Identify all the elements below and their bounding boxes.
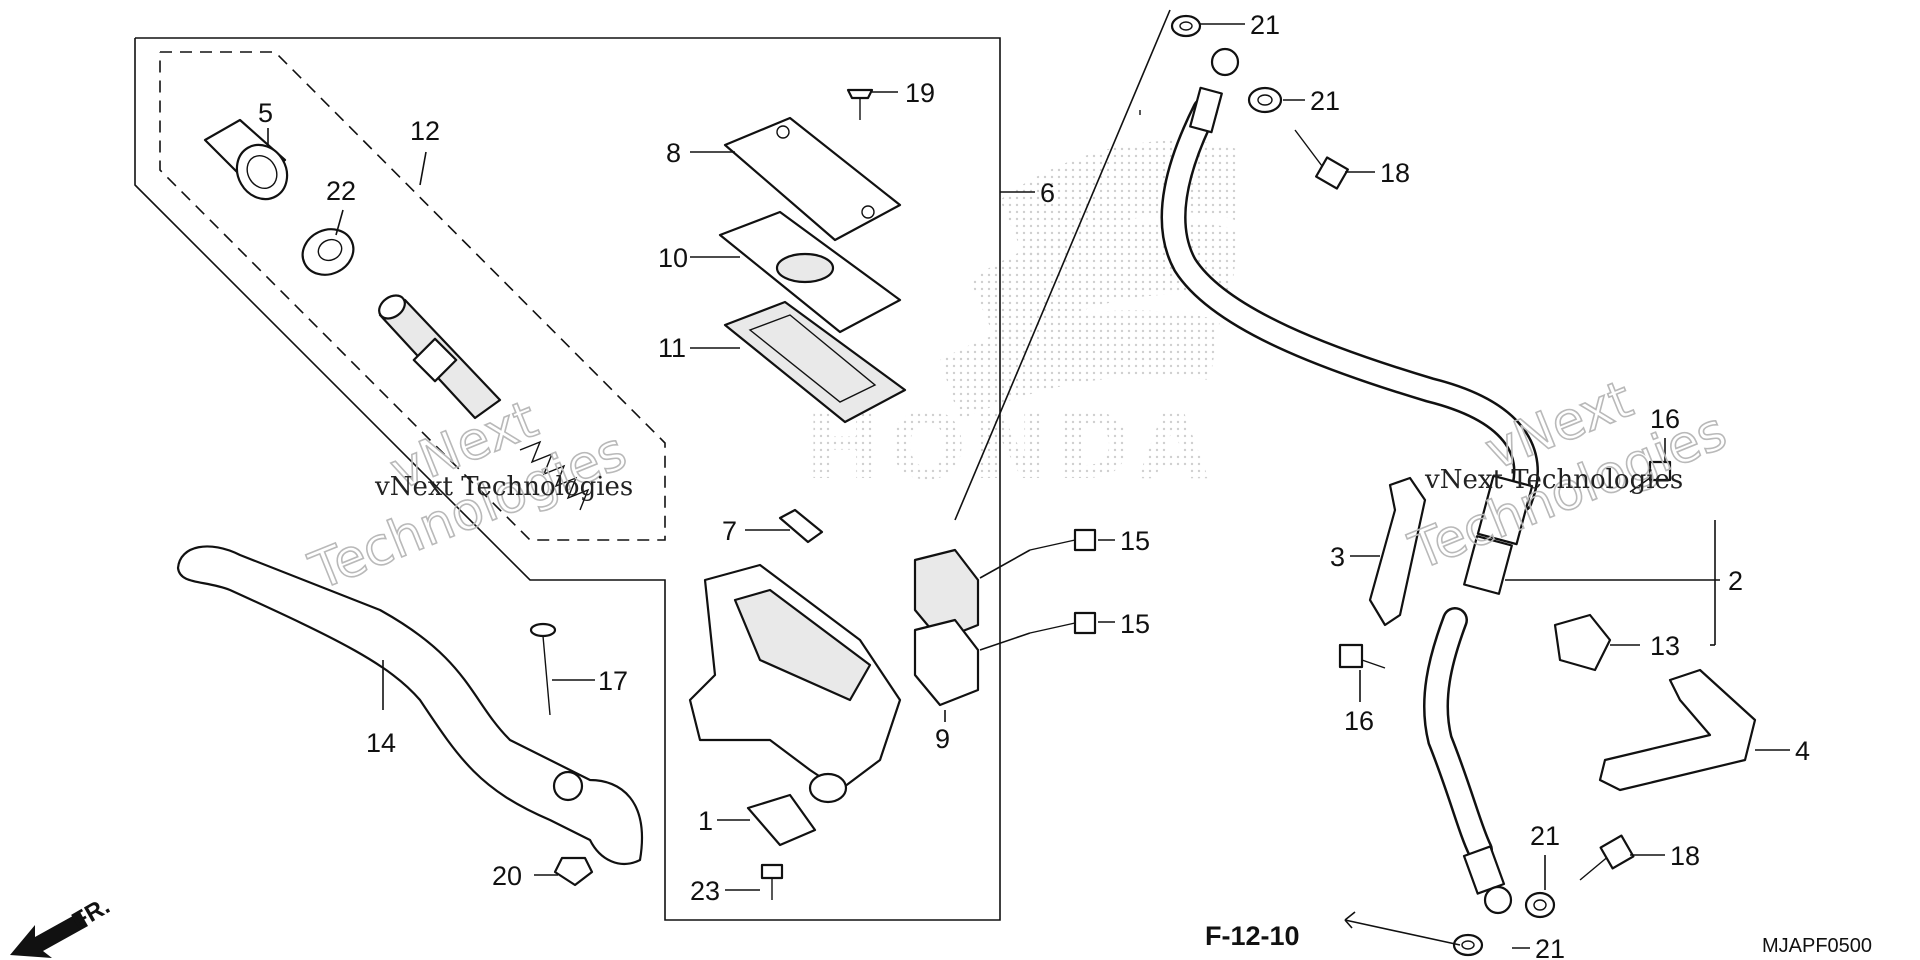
callout-20: 20 <box>492 861 522 891</box>
part-10-diaphragm-plate <box>718 210 902 334</box>
callout-10: 10 <box>658 243 688 273</box>
callout-13: 13 <box>1650 631 1680 661</box>
part-20-nut <box>553 856 594 887</box>
reference-label: F-12-10 <box>1205 921 1300 951</box>
part-16-bolt-upper <box>1629 460 1672 493</box>
master-cylinder-box-outline <box>134 37 1001 921</box>
callout-19: 19 <box>905 78 935 108</box>
callout-6: 6 <box>1040 178 1055 208</box>
callout-15-lower: 15 <box>1120 609 1150 639</box>
part-14-brake-lever <box>176 545 643 865</box>
part-11-diaphragm <box>723 300 907 424</box>
part-21-washer-top <box>1170 14 1202 38</box>
diagram-code: MJAPF0500 <box>1762 935 1872 957</box>
callout-8: 8 <box>666 138 681 168</box>
piston-spring <box>519 440 590 511</box>
part-5-boot <box>203 118 289 201</box>
callout-12: 12 <box>410 116 440 146</box>
part-7-bracket <box>778 508 824 544</box>
callout-21-top: 21 <box>1250 10 1280 40</box>
callout-23: 23 <box>690 876 720 906</box>
callout-21-upper: 21 <box>1310 86 1340 116</box>
callout-7: 7 <box>722 516 737 546</box>
part-22-circlip <box>301 228 355 276</box>
callout-3: 3 <box>1330 542 1345 572</box>
piston-kit-dashed-outline <box>159 51 666 541</box>
part-18-bolt-lower <box>1579 834 1635 881</box>
callout-22: 22 <box>326 176 356 206</box>
part-9-holder <box>913 548 980 707</box>
part-3-hose-guide <box>1368 476 1427 627</box>
part-1-brake-switch <box>746 793 817 847</box>
leader-lines <box>267 9 1790 949</box>
callout-17: 17 <box>598 666 628 696</box>
part-8-reservoir-cover <box>723 116 902 242</box>
part-21-washer-upper <box>1247 86 1283 114</box>
watermark-tagline-right: vNext Technologies <box>1424 465 1683 495</box>
part-21-washer-lower <box>1524 891 1556 919</box>
piston-assembly <box>378 294 502 420</box>
callout-21-lower: 21 <box>1530 821 1560 851</box>
part-18-bolt-upper <box>1294 129 1349 190</box>
callout-11: 11 <box>658 333 686 363</box>
front-direction-arrow-icon <box>10 912 88 958</box>
part-15-bolt-upper <box>1029 528 1097 552</box>
part-16-bolt-lower <box>1338 643 1386 669</box>
hose-fitting-bottom <box>1462 845 1513 915</box>
callout-4: 4 <box>1795 736 1810 766</box>
part-23-screw <box>760 863 784 900</box>
watermark-tagline-left: vNext Technologies <box>374 472 633 502</box>
part-21-washer-bottom <box>1452 933 1484 957</box>
part-4-hose-bracket <box>1598 668 1757 792</box>
callout-16-upper: 16 <box>1650 404 1680 434</box>
callout-2: 2 <box>1728 566 1743 596</box>
part-13-hose-clamp <box>1553 613 1612 672</box>
callout-9: 9 <box>935 724 950 754</box>
callout-21-bottom: 21 <box>1535 934 1565 960</box>
hose-fitting-top <box>1189 47 1240 134</box>
callout-5: 5 <box>258 98 273 128</box>
callout-18-lower: 18 <box>1670 841 1700 871</box>
callout-15-upper: 15 <box>1120 526 1150 556</box>
brand-watermark: HONDA <box>805 393 1215 500</box>
brake-hose <box>1160 97 1539 863</box>
callout-16-lower: 16 <box>1344 706 1374 736</box>
part-19-screw <box>846 88 874 120</box>
hose-joint-middle <box>1463 474 1534 595</box>
master-cylinder-body <box>688 563 902 804</box>
part-17-pivot-bolt <box>529 622 557 716</box>
callout-14: 14 <box>366 728 396 758</box>
callout-18-upper: 18 <box>1380 158 1410 188</box>
part-15-bolt-lower <box>1029 611 1097 635</box>
callout-1: 1 <box>698 806 713 836</box>
callout-labels: 5 12 22 8 6 10 11 19 7 15 15 9 17 14 20 … <box>258 10 1810 960</box>
